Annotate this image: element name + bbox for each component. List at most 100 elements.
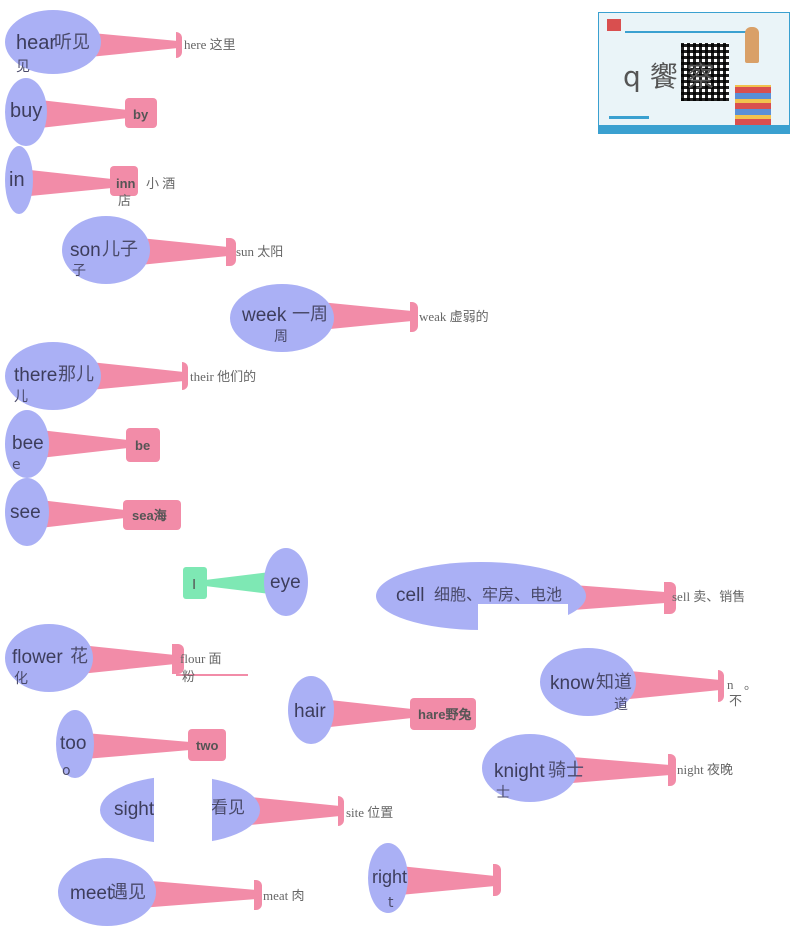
target-inn-cn: 小 酒 (146, 176, 176, 191)
connector-see-sea (40, 500, 125, 528)
flag-icon (607, 19, 621, 31)
cn-know-extra: 道 (614, 697, 628, 713)
node-buy (5, 78, 47, 146)
word-week: week (242, 305, 287, 326)
word-there: there (14, 365, 58, 386)
node-week (230, 284, 334, 352)
node-too (56, 710, 94, 778)
box-by (125, 98, 157, 128)
connector-knight-night (560, 756, 670, 784)
word-son: son (70, 240, 101, 261)
node-there (5, 342, 101, 410)
cn-know: 知道 (596, 672, 632, 693)
cap-flour (172, 644, 184, 674)
target-sun: sun 太阳 (236, 244, 284, 259)
cap-right-empty (493, 864, 501, 896)
cn-week: 一周 (292, 304, 328, 325)
target-i: I (192, 576, 197, 593)
word-hear: hear (16, 32, 57, 54)
cn-flower-extra: 化 (14, 671, 28, 687)
cn-week-extra: 周 (274, 329, 288, 345)
connector-cell-sell (560, 584, 665, 611)
target-weak: weak 虚弱的 (419, 309, 489, 324)
cn-son: 儿子 (102, 239, 138, 260)
connector-there-their (90, 362, 184, 390)
target-no-dot: 。 (744, 677, 758, 692)
word-in: in (9, 169, 25, 191)
connector-too-two (85, 733, 190, 759)
node-eye (264, 548, 308, 616)
footer-line (609, 116, 649, 119)
node-knight (482, 734, 578, 802)
node-right (368, 843, 408, 913)
word-sight: sight (114, 799, 155, 820)
target-inn-cn2: 店 (118, 193, 132, 208)
cn-too-extra: o (62, 763, 71, 779)
cap-here (176, 32, 182, 58)
qr-promo-card: q 饗 察 (598, 12, 790, 134)
node-flower (5, 624, 93, 692)
cn-there: 那儿 (58, 364, 94, 385)
target-sea: sea海 (132, 508, 167, 523)
target-sell: sell 卖、销售 (672, 589, 746, 604)
word-meet: meet (70, 883, 113, 904)
node-see (5, 478, 49, 546)
target-inn: inn (116, 176, 136, 191)
connector-week-weak (320, 302, 412, 330)
word-flower: flower (12, 647, 63, 668)
target-flour: flour 面 (180, 651, 222, 666)
word-see: see (10, 502, 41, 523)
books-icon (735, 85, 771, 125)
connector-meet-meat (140, 880, 256, 908)
target-night: night 夜晚 (677, 762, 733, 777)
target-no: n (727, 677, 734, 692)
connector-son-sun (140, 238, 228, 265)
cn-meet: 遇见 (110, 882, 146, 903)
cn-knight-extra: 士 (496, 785, 510, 801)
qr-code-icon (681, 43, 729, 101)
connector-know-no (620, 670, 720, 700)
target-site: site 位置 (346, 805, 394, 820)
word-know: know (550, 673, 595, 694)
cn-son-extra: 子 (72, 263, 86, 279)
cap-night (668, 754, 676, 786)
cap-site (338, 796, 344, 826)
target-meat: meat 肉 (263, 888, 305, 903)
cap-weak (410, 302, 418, 332)
word-cell: cell (396, 585, 425, 606)
box-two (188, 729, 226, 761)
word-too: too (60, 733, 87, 754)
connector-sight-site (250, 797, 340, 825)
header-stripe (625, 31, 755, 33)
node-son (62, 216, 150, 284)
cn-hear: 听见 (54, 32, 90, 53)
connector-i-eye (205, 572, 270, 594)
node-bee (5, 410, 49, 478)
word-buy: buy (10, 100, 43, 122)
word-knight: knight (494, 761, 545, 782)
box-i (183, 567, 207, 599)
word-hair: hair (294, 701, 326, 722)
target-their: their 他们的 (190, 369, 257, 384)
connector-right-empty (400, 866, 495, 895)
cn-knight: 骑士 (548, 760, 584, 781)
connector-flower-flour (80, 645, 175, 674)
cn-cell: 细胞、牢房、电池 (434, 585, 563, 604)
word-right: right (372, 867, 408, 887)
node-hear (5, 10, 101, 74)
cn-hear-extra: 见 (16, 59, 30, 75)
box-be (126, 428, 160, 462)
cn-right-extra: t (388, 895, 394, 911)
word-eye: eye (270, 572, 301, 593)
target-be: be (135, 438, 151, 453)
connector-bee-be (40, 430, 128, 458)
box-inn (110, 166, 138, 196)
person-icon (745, 27, 759, 63)
node-in (5, 146, 33, 214)
word-bee: bee (12, 433, 44, 454)
cell-white-patch (478, 604, 568, 634)
cap-meat (254, 880, 262, 910)
target-two: two (196, 738, 219, 753)
cap-sun (226, 238, 236, 266)
